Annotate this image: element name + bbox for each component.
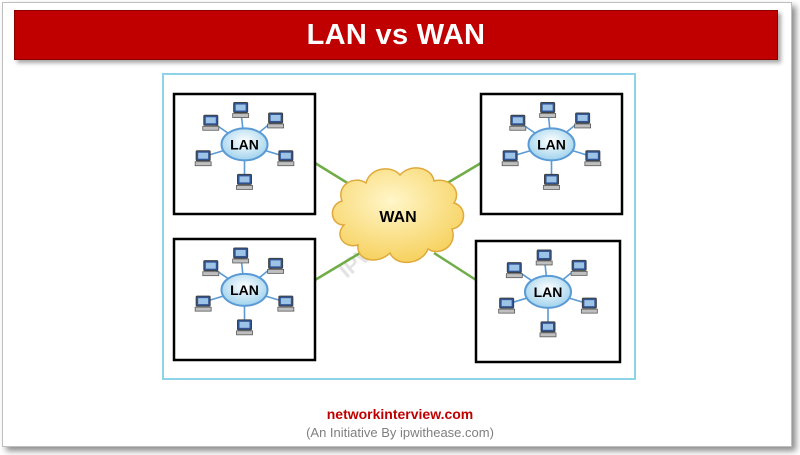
computer-icon xyxy=(535,249,553,266)
screen-shape xyxy=(584,300,595,307)
screen-shape xyxy=(587,152,598,159)
computer-icon xyxy=(202,114,220,131)
keyboard-shape xyxy=(574,123,592,129)
wan-link-bottom-left xyxy=(314,251,361,282)
computer-icon xyxy=(267,257,285,274)
wan-cloud: WAN xyxy=(331,167,465,263)
lan-box-top-right: LAN xyxy=(479,92,624,216)
wan-links xyxy=(314,161,482,282)
hub-ring xyxy=(527,127,576,162)
keyboard-shape xyxy=(535,260,553,266)
screen-shape xyxy=(205,117,216,124)
keyboard-shape xyxy=(232,258,250,264)
computer-icon xyxy=(236,173,253,190)
keyboard-shape xyxy=(236,330,253,336)
keyboard-shape xyxy=(539,113,557,118)
lan-label: LAN xyxy=(534,284,563,300)
computer-icon xyxy=(277,150,295,167)
keyboard-shape xyxy=(509,125,527,131)
screen-shape xyxy=(577,114,588,121)
screen-shape xyxy=(235,249,246,256)
screen-shape xyxy=(505,152,516,159)
screen-shape xyxy=(205,262,216,269)
wan-link-bottom-right xyxy=(433,251,477,282)
computer-icon xyxy=(277,295,295,312)
screen-shape xyxy=(280,298,291,305)
screen-shape xyxy=(543,323,553,330)
computer-icon xyxy=(232,247,250,264)
keyboard-shape xyxy=(580,308,598,314)
screen-shape xyxy=(542,104,553,111)
screen-shape xyxy=(270,260,281,267)
keyboard-shape xyxy=(570,270,588,276)
keyboard-shape xyxy=(194,161,212,167)
screen-shape xyxy=(270,114,281,121)
hub-ring xyxy=(220,127,269,162)
title-bar: LAN vs WAN xyxy=(14,10,778,60)
keyboard-shape xyxy=(501,161,519,167)
computer-icon xyxy=(267,112,285,129)
keyboard-shape xyxy=(498,308,516,314)
computer-icon xyxy=(584,150,602,167)
keyboard-shape xyxy=(277,306,295,312)
wan-link-top-right xyxy=(443,161,482,187)
keyboard-shape xyxy=(539,332,557,338)
hub-ring xyxy=(220,272,269,307)
computer-icon xyxy=(570,259,588,276)
lan-box-bottom-left: LAN xyxy=(172,237,317,362)
computer-icon xyxy=(194,295,212,312)
keyboard-shape xyxy=(267,123,285,129)
computer-icon xyxy=(539,102,557,118)
computer-icon xyxy=(574,112,592,129)
lan-label: LAN xyxy=(230,136,259,152)
screen-shape xyxy=(198,298,209,305)
computer-icon xyxy=(509,114,527,131)
hub-ring xyxy=(524,274,572,309)
screen-shape xyxy=(198,152,209,159)
footer-site: networkinterview.com xyxy=(326,406,474,422)
screen-shape xyxy=(509,264,520,271)
screen-shape xyxy=(539,251,550,258)
screen-shape xyxy=(546,176,557,183)
screen-shape xyxy=(501,300,512,307)
computer-icon xyxy=(580,297,598,314)
lan-box-top-left: LAN xyxy=(172,92,317,216)
computer-icon xyxy=(543,173,560,190)
cloud-shape xyxy=(331,167,465,263)
footer-subtitle: (An Initiative By ipwithease.com) xyxy=(306,425,494,440)
computer-icon xyxy=(539,321,557,338)
keyboard-shape xyxy=(194,306,212,312)
screen-shape xyxy=(574,262,585,269)
computer-icon xyxy=(232,102,250,118)
screen-shape xyxy=(280,152,291,159)
computer-icon xyxy=(194,150,212,167)
lan-label: LAN xyxy=(230,282,259,298)
keyboard-shape xyxy=(202,271,220,277)
lan-group: LAN LAN LAN LAN xyxy=(172,92,624,364)
keyboard-shape xyxy=(202,125,220,131)
computer-icon xyxy=(505,262,523,279)
wan-label: WAN xyxy=(379,209,416,226)
keyboard-shape xyxy=(236,185,253,190)
lan-box-bottom-right: LAN xyxy=(474,239,622,364)
screen-shape xyxy=(239,321,250,328)
screen-shape xyxy=(512,117,523,124)
keyboard-shape xyxy=(232,113,250,118)
keyboard-shape xyxy=(277,161,295,167)
computer-icon xyxy=(501,150,519,167)
keyboard-shape xyxy=(267,268,285,274)
computer-icon xyxy=(202,260,220,277)
keyboard-shape xyxy=(543,185,560,190)
lan-label: LAN xyxy=(537,136,566,152)
page-title: LAN vs WAN xyxy=(306,18,486,51)
keyboard-shape xyxy=(505,273,523,279)
computer-icon xyxy=(236,319,253,336)
keyboard-shape xyxy=(584,161,602,167)
computer-icon xyxy=(498,297,516,314)
screen-shape xyxy=(235,104,246,111)
screen-shape xyxy=(239,176,250,183)
